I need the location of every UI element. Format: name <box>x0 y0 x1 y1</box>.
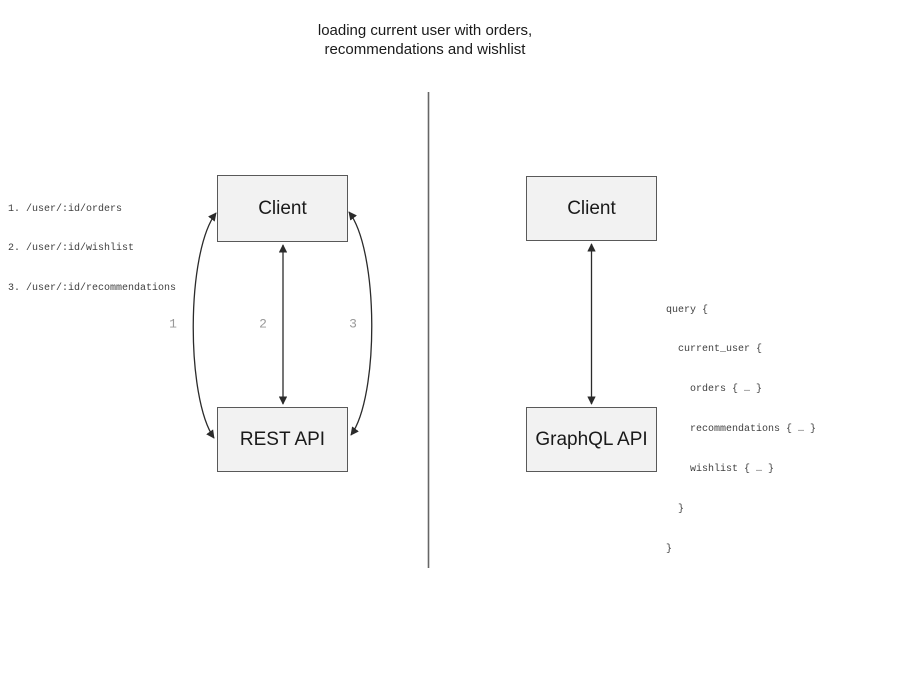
rest-endpoint-wishlist: 2. /user/:id/wishlist <box>8 243 135 255</box>
rest-client-node: Client <box>217 175 348 242</box>
title-line-1: loading current user with orders, <box>317 22 533 39</box>
query-line: } <box>666 504 685 516</box>
query-line: orders { … } <box>666 384 763 396</box>
query-line: recommendations { … } <box>666 424 817 436</box>
rest-client-label: Client <box>258 197 307 219</box>
rest-arrow-label-2: 2 <box>259 316 267 332</box>
diagram-title: loading current user with orders, recomm… <box>225 21 625 59</box>
graphql-query-snippet: query { current_user { orders { … } reco… <box>666 277 816 583</box>
rest-call-1-arrow <box>192 212 217 439</box>
rest-api-label: REST API <box>239 428 326 450</box>
rest-api-node: REST API <box>217 407 348 472</box>
graphql-client-node: Client <box>526 176 657 241</box>
rest-call-3-arrow <box>348 211 373 436</box>
query-line: query { <box>666 304 709 316</box>
query-line: } <box>666 543 673 555</box>
graphql-client-label: Client <box>567 197 616 219</box>
rest-endpoint-recommendations: 3. /user/:id/recommendations <box>8 283 177 295</box>
graphql-api-node: GraphQL API <box>526 407 657 472</box>
graphql-api-label: GraphQL API <box>535 428 648 450</box>
title-line-2: recommendations and wishlist <box>324 41 526 58</box>
query-line: wishlist { … } <box>666 464 775 476</box>
rest-arrow-label-3: 3 <box>349 316 357 332</box>
rest-arrow-label-1: 1 <box>169 316 177 332</box>
rest-endpoint-orders: 1. /user/:id/orders <box>8 203 123 215</box>
rest-endpoint-list: 1. /user/:id/orders 2. /user/:id/wishlis… <box>8 176 176 322</box>
query-line: current_user { <box>666 344 763 356</box>
